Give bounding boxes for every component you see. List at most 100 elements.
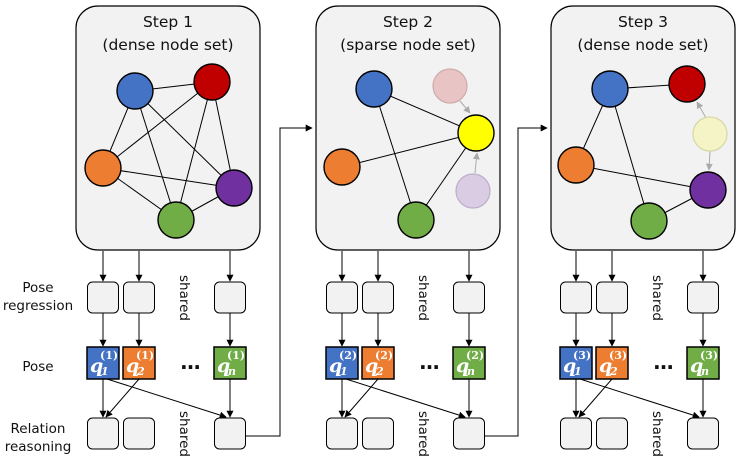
pose-regression-box bbox=[687, 281, 719, 314]
step-2-title: Step 2 bbox=[383, 13, 433, 31]
purple-node bbox=[215, 169, 253, 207]
step-2-subtitle: (sparse node set) bbox=[340, 36, 476, 54]
yellow-node bbox=[457, 114, 495, 152]
pose-subscript: 2 bbox=[609, 365, 618, 378]
shared-regression-label: shared bbox=[415, 275, 431, 321]
relation-reasoning-box bbox=[326, 417, 358, 450]
faded-purple-node bbox=[455, 173, 491, 209]
flow-arrow bbox=[105, 378, 140, 418]
blue-node bbox=[591, 70, 629, 108]
blue-node bbox=[355, 70, 393, 108]
pose-subscript: 1 bbox=[574, 365, 582, 378]
shared-regression-label: shared bbox=[176, 275, 192, 321]
flow-arrow bbox=[578, 378, 613, 418]
graph-edge bbox=[102, 81, 213, 169]
pose-subscript: 1 bbox=[101, 365, 109, 378]
pose-superscript: (3) bbox=[609, 349, 627, 362]
graph-edge bbox=[102, 167, 235, 189]
step-2: Step 2 (sparse node set) bbox=[315, 5, 501, 251]
relation-reasoning-label-line2: reasoning bbox=[5, 439, 72, 455]
pose-superscript: (1) bbox=[136, 349, 154, 362]
pose-subscript: 2 bbox=[375, 365, 384, 378]
pose-box-green bbox=[452, 346, 486, 380]
purple-node bbox=[689, 171, 727, 209]
faded-arrow bbox=[472, 152, 480, 174]
shared-relation-label: shared bbox=[176, 411, 192, 457]
shared-regression-label: shared bbox=[649, 275, 665, 321]
pose-symbol: q bbox=[365, 355, 378, 377]
pose-box-green bbox=[686, 346, 720, 380]
relation-reasoning-box bbox=[87, 417, 119, 450]
pose-regression-box bbox=[87, 281, 119, 314]
row-labels: Pose regression Pose Relation reasoning bbox=[3, 280, 73, 455]
faded-yellow-node bbox=[692, 116, 728, 152]
flow-arrow bbox=[344, 378, 379, 418]
pose-subscript: n bbox=[228, 365, 236, 378]
pose-subscript: 1 bbox=[340, 365, 348, 378]
pose-symbol: q bbox=[217, 355, 230, 377]
pose-label: Pose bbox=[22, 359, 53, 375]
pose-symbol: q bbox=[563, 355, 576, 377]
shared-relation-label: shared bbox=[415, 411, 431, 457]
pose-regression-label-line1: Pose bbox=[22, 280, 53, 296]
graph-edge bbox=[341, 132, 477, 168]
pose-superscript: (1) bbox=[100, 349, 118, 362]
graph-edge bbox=[175, 81, 213, 221]
step-3-subtitle: (dense node set) bbox=[577, 36, 708, 54]
step-1: Step 1 (dense node set) bbox=[75, 5, 261, 251]
green-node bbox=[630, 202, 668, 240]
pose-box-orange bbox=[361, 346, 395, 380]
step-3-faded-arrows bbox=[696, 101, 713, 171]
graph-edge bbox=[609, 88, 650, 222]
pose-subscript: n bbox=[701, 365, 709, 378]
graph-edge bbox=[373, 88, 417, 221]
step-1-title: Step 1 bbox=[143, 13, 193, 31]
graph-edge bbox=[134, 90, 235, 189]
pose-regression-box bbox=[596, 281, 628, 314]
green-node bbox=[397, 201, 435, 239]
faded-red-node bbox=[432, 68, 468, 104]
pose-symbol: q bbox=[599, 355, 612, 377]
pose-symbol: q bbox=[690, 355, 703, 377]
step-3-title: Step 3 bbox=[618, 13, 668, 31]
orange-node bbox=[557, 146, 595, 184]
step-3: Step 3 (dense node set) bbox=[550, 5, 736, 251]
orange-node bbox=[84, 149, 122, 187]
relation-reasoning-box bbox=[596, 417, 628, 450]
ellipsis: … bbox=[420, 350, 440, 374]
ellipsis: … bbox=[181, 350, 201, 374]
pose-box-blue bbox=[86, 346, 120, 380]
relation-reasoning-box bbox=[453, 417, 485, 450]
pose-regression-label-line2: regression bbox=[3, 298, 73, 314]
pose-regression-box bbox=[362, 281, 394, 314]
pose-subscript: 2 bbox=[136, 365, 145, 378]
flow-arrow bbox=[106, 378, 227, 419]
pose-symbol: q bbox=[329, 355, 342, 377]
green-node bbox=[157, 201, 195, 239]
pose-regression-box bbox=[453, 281, 485, 314]
ellipsis: … bbox=[654, 350, 674, 374]
relation-reasoning-box bbox=[362, 417, 394, 450]
orange-node bbox=[323, 148, 361, 186]
pose-superscript: (3) bbox=[573, 349, 591, 362]
pose-symbol: q bbox=[126, 355, 139, 377]
faded-arrow bbox=[696, 101, 707, 119]
pose-superscript: (2) bbox=[375, 349, 393, 362]
faded-arrow bbox=[459, 100, 471, 114]
step-2-to-3-connector bbox=[485, 124, 548, 437]
pose-regression-box bbox=[560, 281, 592, 314]
step-1-subtitle: (dense node set) bbox=[102, 36, 233, 54]
pose-superscript: (1) bbox=[227, 349, 245, 362]
pose-box-orange bbox=[122, 346, 156, 380]
relation-reasoning-box bbox=[687, 417, 719, 450]
pose-symbol: q bbox=[456, 355, 469, 377]
pose-symbol: q bbox=[90, 355, 103, 377]
step-connectors bbox=[245, 124, 548, 437]
pose-box-blue bbox=[559, 346, 593, 380]
flow-arrow bbox=[345, 378, 466, 419]
flow-arrow bbox=[579, 378, 700, 419]
